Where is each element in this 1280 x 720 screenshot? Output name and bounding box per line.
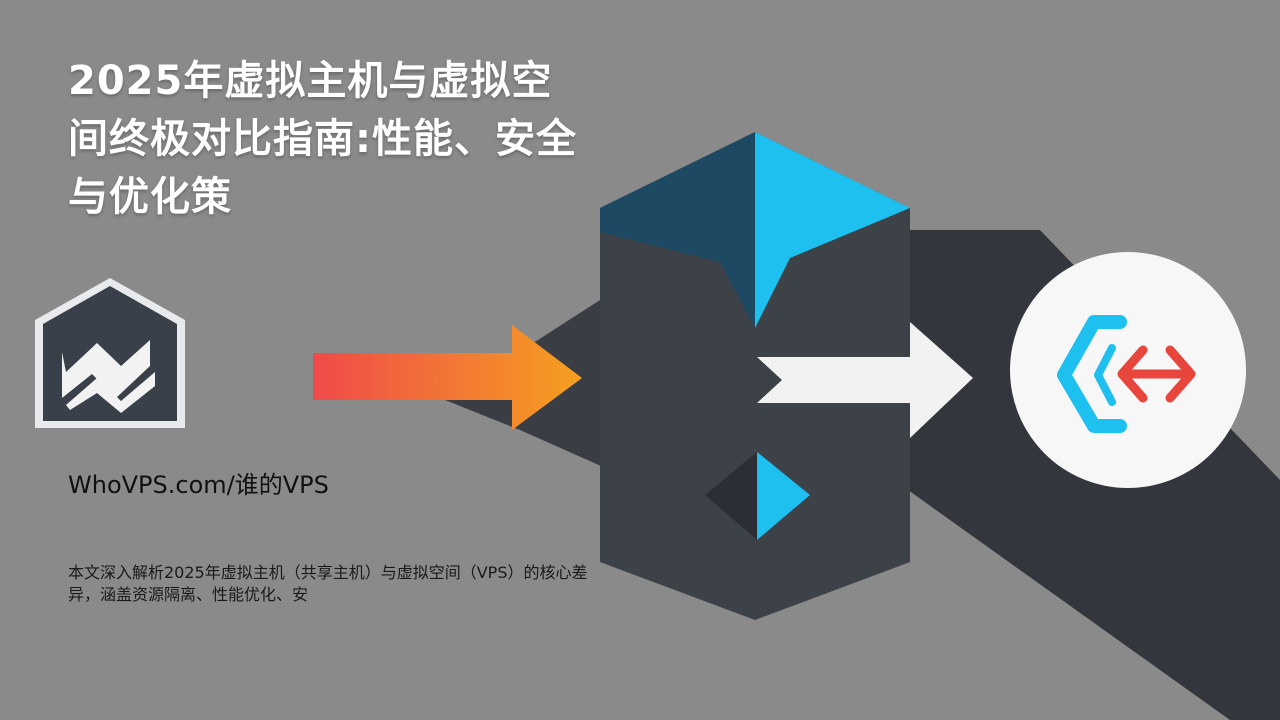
app-icon-blue-inner <box>1094 344 1116 406</box>
server-block <box>600 132 910 620</box>
description-text: 本文深入解析2025年虚拟主机（共享主机）与虚拟空间（VPS）的核心差异，涵盖资… <box>68 563 588 604</box>
shadow-band <box>860 230 1280 720</box>
gradient-arrow <box>313 325 582 430</box>
app-icon-blue-bracket <box>1057 315 1127 433</box>
house-logo-mark <box>62 340 150 398</box>
server-diamond-dark <box>705 452 757 540</box>
site-name: WhoVPS.com/谁的VPS <box>68 471 329 499</box>
server-cap-dark <box>600 132 755 328</box>
white-arrow <box>757 322 973 438</box>
server-flag-blue <box>755 132 910 328</box>
page-title: 2025年虚拟主机与虚拟空间终极对比指南:性能、安全与优化策 <box>68 58 577 220</box>
house-logo-mark-lower <box>66 372 155 413</box>
app-icon-red-arrows <box>1117 345 1196 403</box>
server-diamond-blue <box>757 452 810 540</box>
